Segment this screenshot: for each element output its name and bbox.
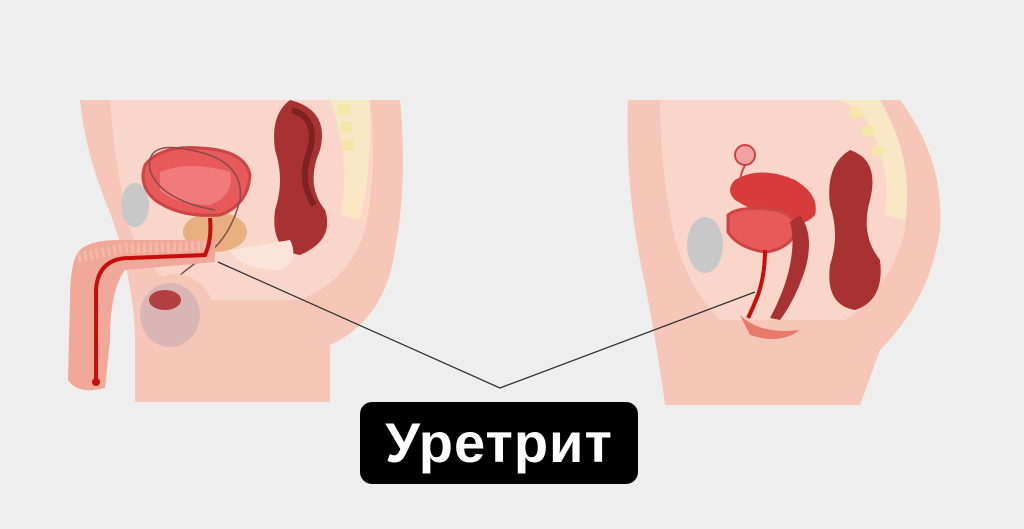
female-pubic-bone (687, 217, 723, 273)
female-pelvis-section (627, 100, 941, 405)
vertebra (338, 104, 350, 114)
pointer-line-female (499, 291, 756, 389)
bladder-lumen (160, 166, 231, 205)
urethral-opening (92, 378, 100, 386)
penis (68, 240, 215, 391)
male-urethra (94, 217, 213, 380)
vertebra (340, 122, 352, 132)
vertebra (342, 140, 354, 150)
female-urethra (746, 249, 767, 319)
ovary (734, 144, 756, 166)
vertebra (850, 108, 862, 118)
uterus (730, 172, 816, 225)
perineum (230, 240, 294, 270)
male-pelvis-section (68, 100, 404, 402)
fallopian-tube (739, 164, 746, 183)
label-badge: Уретрит (360, 402, 638, 484)
labia (740, 315, 800, 339)
vertebra (872, 146, 884, 156)
vertebra (862, 126, 874, 136)
male-pubic-bone (121, 183, 149, 227)
rectum-fold (290, 107, 317, 207)
diagnosis-label: Уретрит (385, 411, 613, 474)
penile-tissue (76, 241, 211, 263)
pointer-line-male (217, 261, 501, 389)
female-rectum (829, 150, 881, 310)
female-sacrum (840, 100, 908, 220)
vagina (770, 215, 809, 320)
epididymis (149, 290, 181, 310)
pointer-lines (217, 261, 756, 389)
